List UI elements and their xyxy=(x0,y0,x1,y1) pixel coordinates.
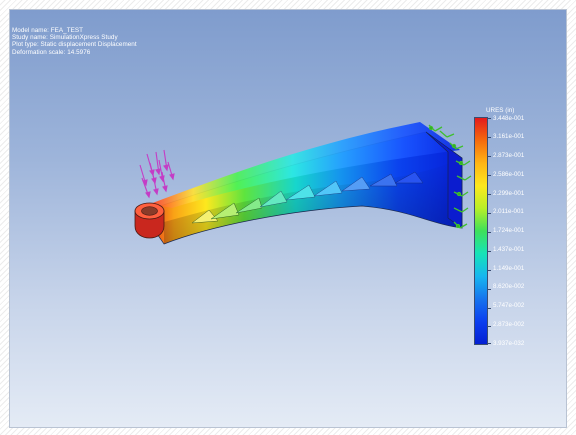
legend-label: 8.620e-002 xyxy=(493,283,525,290)
pivot-boss xyxy=(134,202,165,239)
green-fixture-arrows-icon xyxy=(428,124,472,229)
legend-tick xyxy=(487,194,491,195)
legend-tick xyxy=(487,213,491,214)
graphics-viewport[interactable]: Model name: FEA_TEST Study name: Simulat… xyxy=(10,10,566,427)
legend-tick xyxy=(487,326,491,327)
legend-label: 3.161e-001 xyxy=(493,133,525,140)
study-name-text: Study name: SimulationXpress Study xyxy=(12,34,118,42)
legend-tick xyxy=(487,156,491,157)
legend-label: 2.873e-002 xyxy=(493,321,525,328)
magenta-load-arrows-icon xyxy=(139,149,175,199)
legend-label: 1.437e-001 xyxy=(493,246,525,253)
fea-model-view[interactable] xyxy=(10,10,566,427)
legend-tick xyxy=(487,251,491,252)
plot-type-text: Plot type: Static displacement Displacem… xyxy=(12,41,137,49)
legend-label: 3.448e-001 xyxy=(493,115,525,122)
legend-tick xyxy=(487,289,491,290)
truss-cutouts xyxy=(191,171,424,224)
legend-label: 1.149e-001 xyxy=(493,265,525,272)
legend-color-bar xyxy=(474,117,488,345)
beam-top-face xyxy=(150,122,460,208)
legend-label: 5.747e-002 xyxy=(493,302,525,309)
legend-label: 2.873e-001 xyxy=(493,152,525,159)
legend-title: URES (in) xyxy=(486,107,515,114)
legend-label: 1.724e-001 xyxy=(493,227,525,234)
legend-tick xyxy=(487,270,491,271)
legend-tick xyxy=(487,232,491,233)
deformation-scale-text: Deformation scale: 14.5976 xyxy=(12,48,91,56)
legend-tick xyxy=(487,308,491,309)
model-name-text: Model name: FEA_TEST xyxy=(12,27,83,34)
legend-label: 2.586e-001 xyxy=(493,171,525,178)
legend-label: 2.011e-001 xyxy=(493,208,524,215)
legend-tick xyxy=(487,137,491,138)
legend-tick xyxy=(487,343,491,344)
legend-tick xyxy=(487,175,491,176)
legend-label: 3.937e-032 xyxy=(493,340,525,347)
legend-label: 2.299e-001 xyxy=(493,190,525,197)
legend-tick xyxy=(487,118,491,119)
study-info-panel: Model name: FEA_TEST Study name: Simulat… xyxy=(12,27,137,56)
